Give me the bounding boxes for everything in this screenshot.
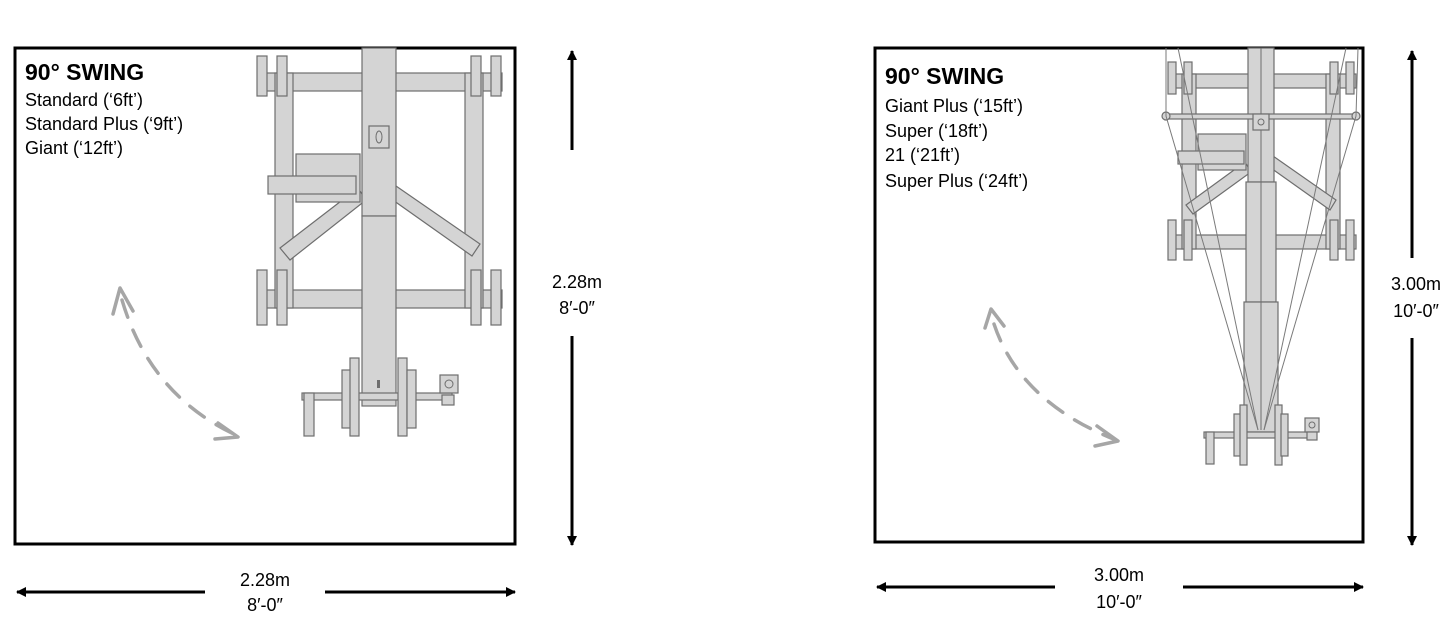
left-item-2: Standard Plus (‘9ft’) xyxy=(25,114,183,134)
left-width-imperial: 8′-0″ xyxy=(247,595,283,615)
right-width-metric: 3.00m xyxy=(1094,565,1144,585)
curved-double-arrow-icon xyxy=(983,307,1120,448)
right-width-imperial: 10′-0″ xyxy=(1096,592,1142,612)
right-height-metric: 3.00m xyxy=(1391,274,1441,294)
left-item-3: Giant (‘12ft’) xyxy=(25,138,123,158)
right-height-imperial: 10′-0″ xyxy=(1393,301,1439,321)
right-item-3: 21 (‘21ft’) xyxy=(885,145,960,165)
left-height-dimension: 2.28m 8′-0″ xyxy=(552,50,602,546)
right-title: 90° SWING xyxy=(885,63,1004,89)
left-frame xyxy=(13,46,517,546)
right-crane-drawing xyxy=(1161,47,1361,466)
right-item-1: Giant Plus (‘15ft’) xyxy=(885,96,1023,116)
left-title: 90° SWING xyxy=(25,59,144,85)
right-item-4: Super Plus (‘24ft’) xyxy=(885,171,1028,191)
left-height-metric: 2.28m xyxy=(552,272,602,292)
right-width-dimension: 3.00m 10′-0″ xyxy=(876,565,1364,612)
right-item-2: Super (‘18ft’) xyxy=(885,121,988,141)
left-panel: 90° SWING Standard (‘6ft’) Standard Plus… xyxy=(13,46,602,615)
right-frame xyxy=(873,46,1365,544)
left-height-imperial: 8′-0″ xyxy=(559,298,595,318)
right-height-dimension: 3.00m 10′-0″ xyxy=(1391,50,1441,546)
left-item-1: Standard (‘6ft’) xyxy=(25,90,143,110)
left-crane-drawing xyxy=(256,47,503,437)
left-width-metric: 2.28m xyxy=(240,570,290,590)
right-panel: 90° SWING Giant Plus (‘15ft’) Super (‘18… xyxy=(873,46,1441,612)
curved-double-arrow-icon xyxy=(111,286,240,441)
left-width-dimension: 2.28m 8′-0″ xyxy=(16,570,516,615)
